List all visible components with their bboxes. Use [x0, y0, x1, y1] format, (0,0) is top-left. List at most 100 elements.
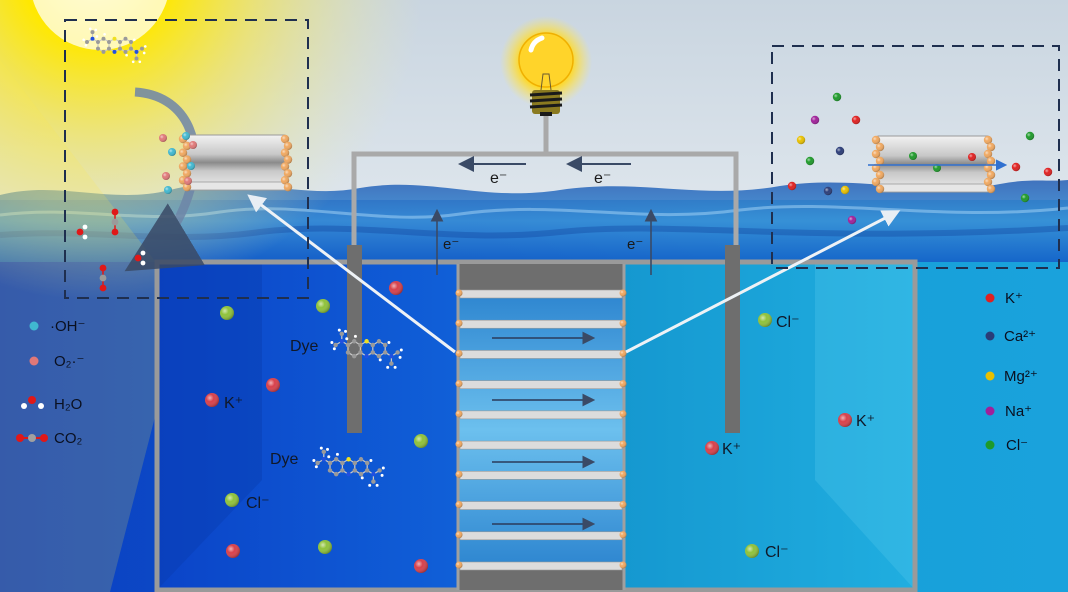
electrolyte-ion [389, 281, 403, 295]
end-group-left [455, 380, 463, 388]
left-inset-frame [64, 19, 309, 299]
adsorbed-species [968, 153, 976, 161]
nanotube-right-inset [871, 135, 996, 194]
left-electrode [347, 245, 362, 433]
seawater-ion [1020, 193, 1030, 203]
sunlight-beam [0, 60, 185, 592]
electrolyte-ion [205, 393, 219, 407]
end-group-right [619, 289, 627, 297]
end-group-shade [178, 162, 188, 171]
seawater-ion-shade [851, 115, 861, 125]
adsorbed-species-shade [189, 141, 197, 149]
electrolyte-ion-shade [838, 413, 852, 427]
legend-h2o-label: H₂O [54, 396, 82, 413]
dye-hydrogen [314, 465, 318, 469]
end-group [986, 184, 996, 194]
dye-atom [321, 457, 327, 462]
dye-atom [340, 460, 345, 466]
dye-atom [352, 468, 358, 473]
legend-o2-label: O₂·⁻ [54, 353, 84, 370]
dye-atom [333, 471, 339, 477]
electrolyte-ion [414, 559, 428, 573]
dye-hydrogen [82, 38, 86, 42]
end-group-right-shade [619, 470, 627, 478]
cl-ion-label-left: Cl⁻ [246, 495, 270, 512]
dye-label-1: Dye [290, 338, 319, 355]
adsorbed-species-shade [933, 164, 941, 172]
dye-atom [96, 46, 100, 51]
dye-atom [123, 36, 128, 41]
seawater-ion-shade [1020, 193, 1030, 203]
co2-carbon [99, 274, 107, 282]
end-group-shade [871, 135, 881, 145]
seawater-ion [847, 215, 857, 225]
dye-atom [364, 468, 370, 473]
seawater-ion-shade [1011, 162, 1021, 172]
nanochannel-layers [455, 289, 627, 571]
dye-atom [345, 342, 351, 348]
end-group [283, 141, 293, 151]
dye-atom [129, 40, 133, 44]
electron-label-left: e⁻ [443, 236, 459, 253]
dye-hydrogen [368, 483, 372, 487]
end-group-left-shade [455, 470, 463, 478]
electrolyte-ion [266, 378, 280, 392]
nanosheet-layer [459, 471, 623, 480]
nanosheet-layer [459, 380, 623, 389]
nanosheet-layer [459, 319, 623, 329]
end-group [280, 134, 290, 144]
dye-hydrogen [319, 446, 323, 450]
water-hydrogen [140, 260, 146, 266]
nanotube-body [184, 134, 286, 191]
dye-hydrogen [103, 32, 106, 36]
dye-atom [389, 361, 394, 366]
end-group-shade [986, 156, 996, 166]
electrolyte-ion-shade [745, 544, 759, 558]
end-group-right-shade [619, 501, 627, 509]
end-group-right [619, 531, 627, 539]
adsorbed-species [909, 152, 917, 160]
seawater-ion-shade [840, 185, 850, 195]
electrolyte-ion-shade [318, 540, 332, 554]
seawater-ion-shade [823, 186, 833, 196]
zoom-pointer-left [247, 194, 456, 354]
adsorbed-species-shade [164, 186, 172, 194]
dye-atom [107, 40, 111, 44]
bulb-base [532, 90, 560, 114]
electrolyte-ion [220, 306, 234, 320]
end-group-right-shade [619, 349, 627, 357]
ion-flow-arrows [492, 331, 596, 531]
dye-hydrogen [398, 355, 402, 359]
nanotube-lower-sheet [877, 183, 989, 193]
k-ion-label-right-1: K⁺ [722, 441, 741, 458]
nanosheet-layer [459, 501, 623, 510]
external-circuit: e⁻ e⁻ e⁻ e⁻ [347, 115, 740, 433]
adsorbed-species-shade [187, 162, 195, 170]
dye-atom [90, 36, 95, 41]
dye-hydrogen [344, 329, 348, 333]
adsorbed-species [933, 164, 941, 172]
seawater-ion-shade [1025, 131, 1035, 141]
adsorbed-species [159, 134, 167, 142]
end-group [875, 142, 885, 152]
end-group [182, 141, 192, 151]
end-group-left-shade [455, 380, 463, 388]
dye-hydrogen [360, 476, 364, 480]
right-inset-frame [771, 45, 1060, 269]
end-group-shade [283, 182, 293, 192]
end-group-left-shade [455, 440, 463, 448]
electrolyte-ion-shade [266, 378, 280, 392]
end-group [871, 177, 881, 187]
end-group-left-shade [455, 349, 463, 357]
dye-atom [96, 40, 100, 44]
end-group-shade [875, 184, 885, 194]
end-group-right-shade [619, 440, 627, 448]
nanosheet-layer [459, 561, 623, 571]
nanosheet-layer [459, 440, 623, 450]
dye-hydrogen [386, 365, 390, 369]
reactive-species-legend: ·OH⁻ O₂·⁻ H₂O CO₂ [16, 318, 85, 447]
end-group-shade [983, 177, 993, 187]
dye-atom [346, 457, 351, 462]
